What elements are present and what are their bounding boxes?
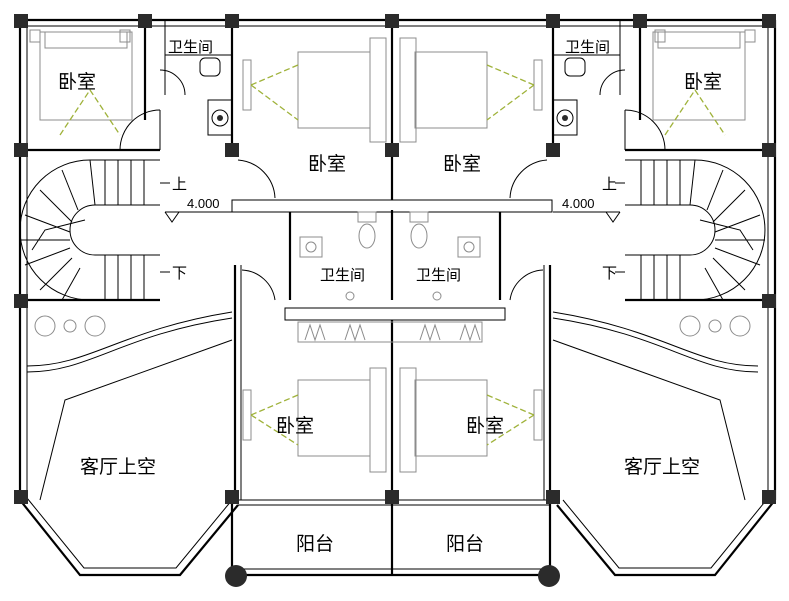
outer-walls xyxy=(18,18,777,577)
beds xyxy=(29,29,756,473)
interior-walls xyxy=(20,20,775,500)
bath-fixtures xyxy=(199,57,586,343)
stair-down-right: 下 xyxy=(602,264,617,282)
room-label-balcony-r: 阳台 xyxy=(446,533,484,555)
stair-left xyxy=(19,159,170,301)
level-label-right: 4.000 xyxy=(562,196,595,211)
room-label-void-r: 客厅上空 xyxy=(624,456,700,478)
room-label-bath-tl: 卫生间 xyxy=(168,38,213,56)
level-label-left: 4.000 xyxy=(187,196,220,211)
room-label-bedroom-cr: 卧室 xyxy=(443,153,481,175)
stair-up-right: 上 xyxy=(602,175,617,193)
stair-down-left: 下 xyxy=(172,264,187,282)
room-label-bath-tr: 卫生间 xyxy=(565,38,610,56)
room-label-balcony-l: 阳台 xyxy=(296,533,334,555)
level-markers xyxy=(164,211,621,223)
room-label-bath-cr: 卫生间 xyxy=(416,266,461,284)
room-label-bedroom-lr: 卧室 xyxy=(466,415,504,437)
columns xyxy=(14,14,776,587)
room-label-bedroom-cl: 卧室 xyxy=(308,153,346,175)
room-label-void-l: 客厅上空 xyxy=(80,456,156,478)
room-label-bedroom-ll: 卧室 xyxy=(276,415,314,437)
room-label-bath-cl: 卫生间 xyxy=(320,266,365,284)
stair-right xyxy=(615,159,766,301)
room-label-bedroom-tl: 卧室 xyxy=(58,71,96,93)
void-edges xyxy=(26,311,759,501)
doors xyxy=(119,69,666,301)
stair-up-left: 上 xyxy=(172,175,187,193)
room-label-bedroom-tr: 卧室 xyxy=(684,71,722,93)
